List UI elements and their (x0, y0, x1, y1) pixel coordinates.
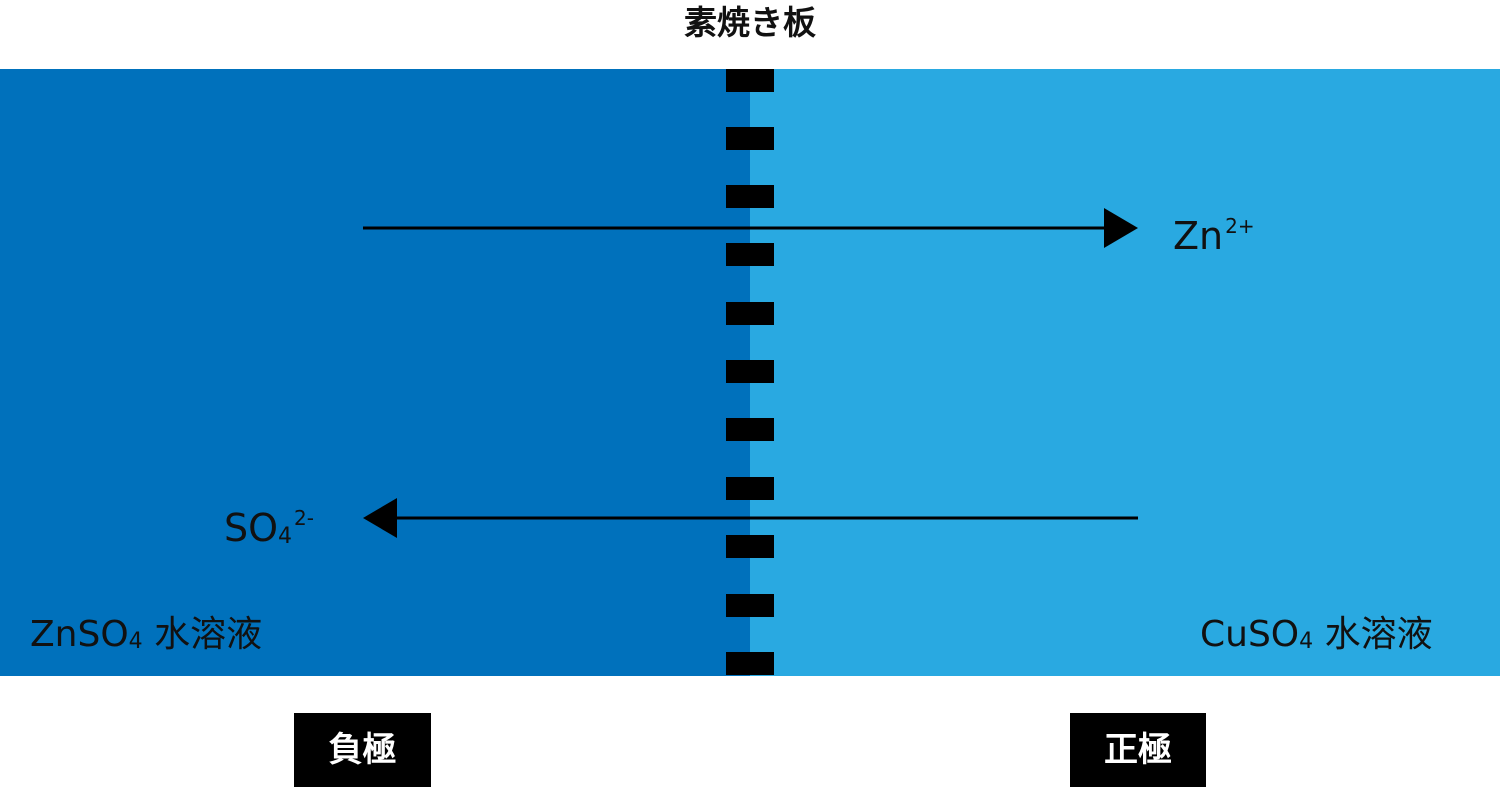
so4-ion-arrow-head (363, 498, 397, 538)
porous-plate-block (726, 69, 774, 92)
so4-ion-arrow (363, 498, 1138, 538)
znso4-solution-label: ZnSO4 水溶液 (30, 613, 262, 664)
so4-ion-subscript: 4 (278, 524, 293, 549)
so4-ion-symbol: SO (224, 506, 279, 550)
cuso4-solution-label: CuSO4 水溶液 (1200, 613, 1433, 664)
porous-plate-block (726, 243, 774, 266)
znso4-formula: ZnSO (30, 614, 129, 655)
cuso4-subscript: 4 (1299, 629, 1314, 654)
porous-plate-block (726, 185, 774, 208)
porous-plate-block (726, 302, 774, 325)
zn-ion-arrow-head (1104, 208, 1138, 248)
porous-plate-block (726, 477, 774, 500)
znso4-subscript: 4 (128, 629, 143, 654)
znso4-solution-region (0, 69, 750, 676)
porous-plate-block (726, 127, 774, 150)
porous-plate-block (726, 418, 774, 441)
zn-ion-charge: 2+ (1225, 214, 1255, 238)
porous-plate-block (726, 652, 774, 675)
so4-ion-label: SO42- (224, 496, 314, 559)
porous-plate-title: 素焼き板 (684, 3, 816, 42)
zn-ion-symbol: Zn (1173, 214, 1224, 258)
zn-ion-arrow (363, 208, 1138, 248)
so4-ion-charge: 2- (294, 506, 314, 530)
cuso4-solution-region (750, 69, 1500, 676)
negative-electrode-label: 負極 (294, 713, 431, 787)
porous-plate-block (726, 535, 774, 558)
positive-electrode-label: 正極 (1070, 713, 1206, 787)
znso4-name: 水溶液 (154, 614, 263, 655)
cuso4-name: 水溶液 (1324, 614, 1433, 655)
cuso4-formula: CuSO (1200, 614, 1300, 655)
porous-plate-block (726, 594, 774, 617)
porous-plate-block (726, 360, 774, 383)
